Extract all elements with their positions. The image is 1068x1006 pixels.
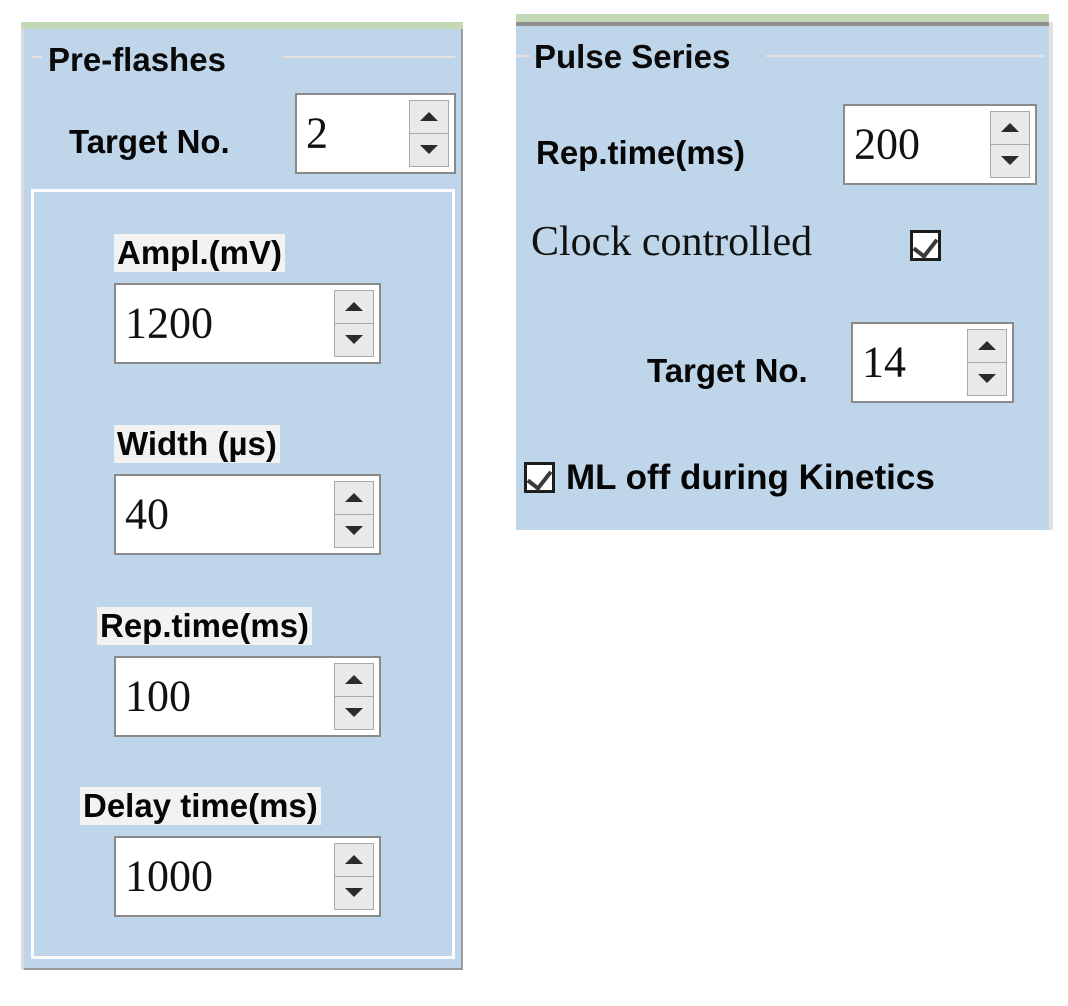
preflashes-target-no-label: Target No. [69, 123, 230, 160]
checkmark-icon [526, 463, 553, 492]
spin-up-arrow-icon [345, 675, 363, 685]
rep-time-spinbox[interactable]: 100 [114, 656, 381, 737]
rep-time-label: Rep.time(ms) [97, 607, 313, 645]
ampl-label: Ampl.(mV) [114, 234, 285, 272]
spin-down-arrow-icon [345, 708, 363, 718]
pulse-series-group-box: Pulse Series Rep.time(ms) 200 Clock cont… [516, 14, 1053, 530]
panel-top-accent-strip [21, 22, 463, 29]
width-spin-buttons[interactable] [334, 481, 374, 548]
spin-down-button[interactable] [334, 514, 374, 548]
spin-up-button[interactable] [334, 481, 374, 515]
pulse-rep-time-value[interactable]: 200 [854, 118, 920, 168]
spin-up-button[interactable] [967, 329, 1007, 363]
spin-up-button[interactable] [334, 663, 374, 697]
spin-up-button[interactable] [334, 290, 374, 324]
spin-down-button[interactable] [967, 362, 1007, 396]
delay-time-spin-buttons[interactable] [334, 843, 374, 910]
spin-down-button[interactable] [334, 323, 374, 357]
spin-up-arrow-icon [420, 112, 438, 122]
spin-down-arrow-icon [345, 888, 363, 898]
groupbox-legend-rule-right [283, 56, 455, 58]
panel-left-edge [21, 29, 24, 970]
panel-right-edge [1049, 22, 1053, 530]
ampl-value[interactable]: 1200 [125, 297, 213, 347]
clock-controlled-label[interactable]: Clock controlled [531, 219, 813, 265]
width-label: Width (µs) [114, 425, 280, 463]
pulse-target-no-spin-buttons[interactable] [967, 329, 1007, 396]
spin-up-arrow-icon [345, 855, 363, 865]
spin-down-arrow-icon [345, 335, 363, 345]
spin-up-arrow-icon [345, 302, 363, 312]
delay-time-value[interactable]: 1000 [125, 850, 213, 900]
pulse-rep-time-spinbox[interactable]: 200 [843, 104, 1037, 185]
preflashes-parameters-group-box: Ampl.(mV) 1200 Width (µs) 40 [31, 189, 455, 959]
delay-time-spinbox[interactable]: 1000 [114, 836, 381, 917]
pulse-target-no-label: Target No. [647, 352, 808, 389]
pulse-series-title: Pulse Series [534, 38, 731, 75]
spin-down-arrow-icon [978, 374, 996, 384]
spin-up-button[interactable] [990, 111, 1030, 145]
spin-down-arrow-icon [345, 526, 363, 536]
spin-up-arrow-icon [978, 341, 996, 351]
rep-time-spin-buttons[interactable] [334, 663, 374, 730]
width-value[interactable]: 40 [125, 488, 169, 538]
rep-time-value[interactable]: 100 [125, 670, 191, 720]
spin-down-button[interactable] [990, 144, 1030, 178]
preflashes-target-no-spin-buttons[interactable] [409, 100, 449, 167]
pulse-rep-time-spin-buttons[interactable] [990, 111, 1030, 178]
preflashes-group-box: Pre-flashes Target No. 2 Ampl.(mV) 1200 [21, 22, 463, 970]
spin-down-arrow-icon [1001, 156, 1019, 166]
delay-time-label: Delay time(ms) [80, 787, 321, 825]
spin-up-button[interactable] [334, 843, 374, 877]
panel-top-edge [516, 22, 1049, 26]
preflashes-target-no-spinbox[interactable]: 2 [295, 93, 456, 174]
pulse-target-no-spinbox[interactable]: 14 [851, 322, 1014, 403]
clock-controlled-checkbox[interactable] [910, 230, 941, 261]
checkmark-icon [912, 231, 939, 260]
pulse-rep-time-label: Rep.time(ms) [536, 134, 746, 171]
spin-down-button[interactable] [409, 133, 449, 167]
groupbox-legend-rule-right [766, 55, 1044, 57]
spin-down-arrow-icon [420, 145, 438, 155]
ampl-spinbox[interactable]: 1200 [114, 283, 381, 364]
ampl-spin-buttons[interactable] [334, 290, 374, 357]
spin-down-button[interactable] [334, 696, 374, 730]
spin-down-button[interactable] [334, 876, 374, 910]
preflashes-title: Pre-flashes [48, 41, 226, 78]
groupbox-legend-rule-left [32, 56, 42, 58]
pulse-target-no-value[interactable]: 14 [862, 336, 906, 386]
panel-top-accent-strip [516, 14, 1049, 22]
ml-off-label[interactable]: ML off during Kinetics [566, 458, 935, 497]
width-spinbox[interactable]: 40 [114, 474, 381, 555]
spin-up-arrow-icon [345, 493, 363, 503]
groupbox-legend-rule-left [516, 55, 530, 57]
spin-up-button[interactable] [409, 100, 449, 134]
spin-up-arrow-icon [1001, 123, 1019, 133]
preflashes-target-no-value[interactable]: 2 [306, 107, 328, 157]
ml-off-checkbox[interactable] [524, 462, 555, 493]
